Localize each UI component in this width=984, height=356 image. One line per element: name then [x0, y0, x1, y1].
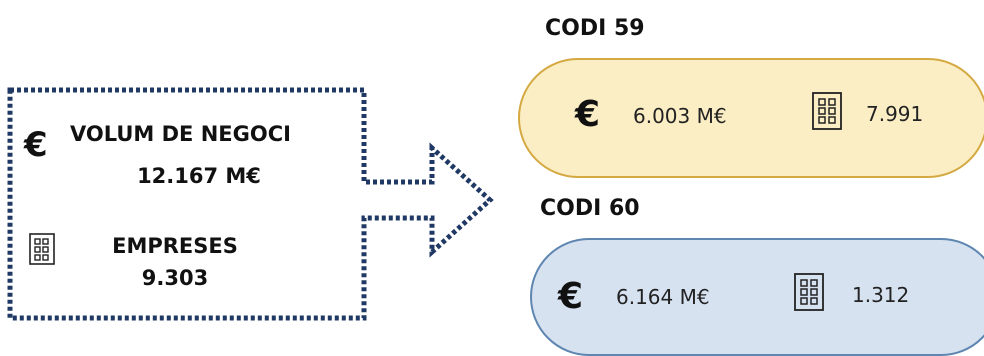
volume-label: VOLUM DE NEGOCI [70, 122, 291, 146]
companies-value: 9.303 [141, 266, 209, 290]
arrow-outline [7, 87, 494, 321]
companies-label: EMPRESES [112, 234, 238, 258]
building-icon [794, 273, 824, 311]
code-59-volume: 6.003 M€ [633, 104, 727, 128]
code-60-volume: 6.164 M€ [616, 285, 710, 309]
code-59-companies: 7.991 [866, 102, 924, 126]
code-59-pill [518, 58, 984, 178]
euro-icon: € [575, 94, 601, 135]
code-60-companies: 1.312 [852, 283, 910, 307]
building-icon [812, 92, 842, 130]
building-icon [29, 233, 55, 265]
code-60-title: CODI 60 [540, 196, 640, 221]
volume-value: 12.167 M€ [137, 164, 261, 188]
euro-icon: € [24, 125, 48, 165]
euro-icon: € [558, 276, 584, 317]
code-59-title: CODI 59 [545, 16, 645, 41]
code-60-pill [530, 238, 984, 356]
